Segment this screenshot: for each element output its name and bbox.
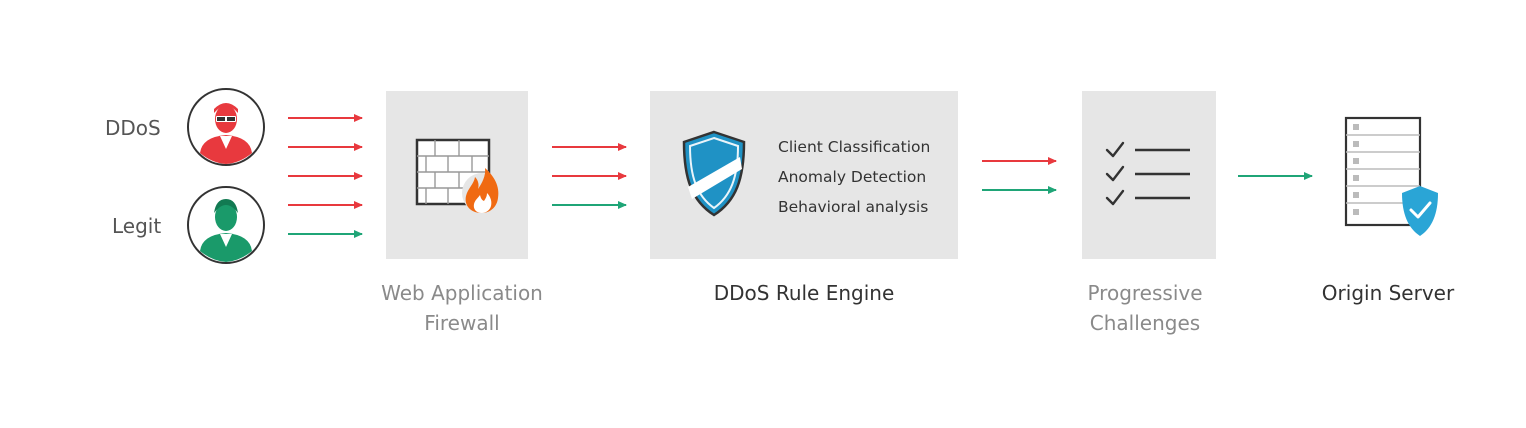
firewall-icon — [414, 137, 504, 215]
waf-box — [386, 91, 528, 259]
rule-engine-caption: DDoS Rule Engine — [713, 281, 895, 305]
legit-user-icon — [186, 185, 266, 265]
waf-caption-line1: Web Application — [381, 281, 543, 305]
ddos-actor-label: DDoS — [105, 116, 161, 140]
feature-behavioral-analysis: Behavioral analysis — [778, 198, 929, 216]
checklist-icon — [1104, 139, 1194, 211]
waf-caption-line2: Firewall — [424, 311, 500, 335]
feature-client-classification: Client Classification — [778, 138, 931, 156]
traffic-arrows-to-rule-engine — [552, 137, 632, 217]
legit-actor-label: Legit — [112, 214, 162, 238]
challenges-caption: Progressive Challenges — [1045, 278, 1245, 338]
shield-icon — [680, 129, 748, 219]
ddos-user-icon — [186, 87, 266, 167]
traffic-arrow-to-origin — [1238, 166, 1318, 186]
challenges-caption-line1: Progressive — [1087, 281, 1203, 305]
traffic-arrows-to-waf — [288, 108, 368, 242]
origin-caption: Origin Server — [1321, 281, 1455, 305]
waf-caption: Web Application Firewall — [362, 278, 562, 338]
rule-engine-features: Client Classification Anomaly Detection … — [778, 132, 930, 222]
feature-anomaly-detection: Anomaly Detection — [778, 168, 927, 186]
rule-engine-box: Client Classification Anomaly Detection … — [650, 91, 958, 259]
challenges-caption-line2: Challenges — [1089, 311, 1201, 335]
challenges-box — [1082, 91, 1216, 259]
server-icon — [1344, 116, 1444, 240]
traffic-arrows-to-challenges — [982, 151, 1062, 203]
